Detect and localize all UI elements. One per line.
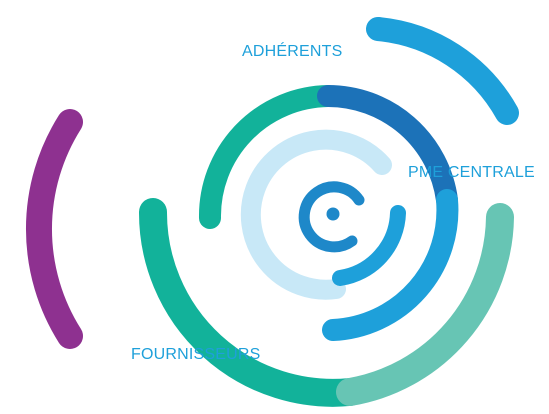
blue-inner-ring-arc (332, 205, 406, 286)
label-adherents: ADHÉRENTS (242, 43, 343, 60)
purple-outer-arc (25, 109, 83, 349)
mint-bottom-right-arc (336, 203, 514, 406)
top-right-outer-arc (366, 17, 519, 125)
blue-mid-ring-arc (317, 85, 458, 211)
center-small-ring-arc (298, 181, 365, 253)
label-pme-centrale: PME CENTRALE (408, 164, 535, 181)
teal-mid-ring-arc (198, 85, 339, 229)
teal-bottom-arc (138, 198, 364, 407)
sky-mid-ring-arc (322, 189, 459, 341)
pale-inner-ring-arc (240, 129, 392, 300)
label-fournisseurs: FOURNISSEURS (131, 346, 261, 363)
center-dot (326, 207, 340, 221)
